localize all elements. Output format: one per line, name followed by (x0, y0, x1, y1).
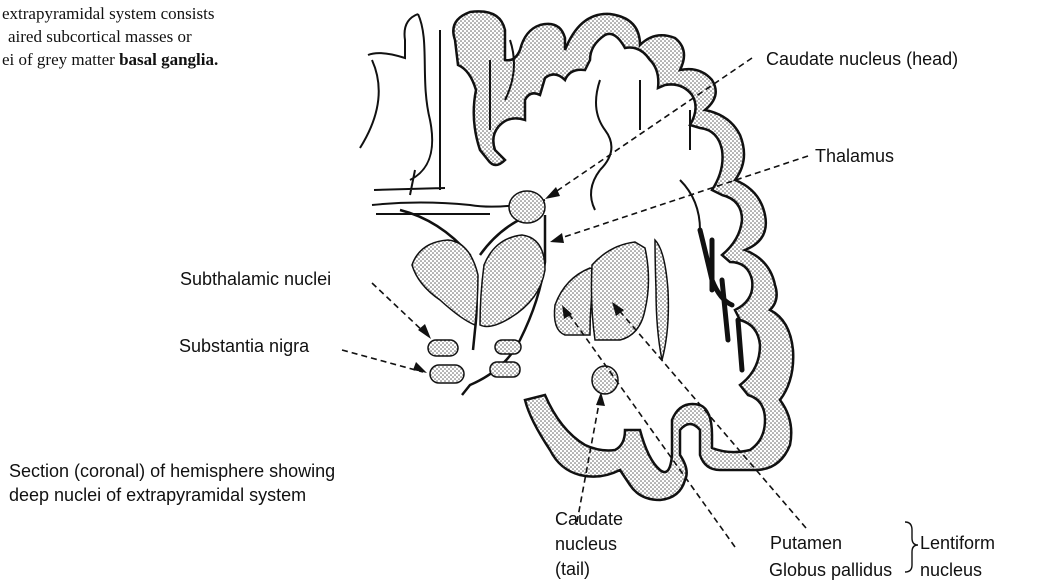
claustrum-strip (655, 240, 668, 360)
nigra-right (490, 362, 520, 377)
arrow-subthalamic (418, 324, 431, 339)
lentiform-brace (905, 522, 918, 572)
subthalamic-right (495, 340, 521, 354)
subthalamic-left (428, 340, 458, 356)
label-putamen: Putamen (770, 532, 842, 554)
leader-nigra (342, 350, 423, 372)
label-caudate-tail-3: (tail) (555, 558, 590, 580)
globus-pallidus-shape (554, 268, 595, 335)
caption-line-2: deep nuclei of extrapyramidal system (9, 484, 306, 506)
nigra-left (430, 365, 464, 383)
caption-line-1: Section (coronal) of hemisphere showing (9, 460, 335, 482)
thalamus-left (412, 240, 478, 325)
label-caudate-tail-2: nucleus (555, 533, 617, 555)
caudate-tail-shape (592, 366, 618, 394)
label-thalamus: Thalamus (815, 145, 894, 167)
label-caudate-tail-1: Caudate (555, 508, 623, 530)
label-lentiform-1: Lentiform (920, 532, 995, 554)
label-lentiform-2: nucleus (920, 559, 982, 581)
arrow-nigra (413, 362, 427, 373)
label-substantia-nigra: Substantia nigra (179, 335, 309, 357)
thalamus-right (480, 235, 545, 326)
label-caudate-head: Caudate nucleus (head) (766, 48, 958, 70)
label-subthalamic: Subthalamic nuclei (180, 268, 331, 290)
leader-thalamus (555, 156, 808, 240)
caudate-head-shape (509, 191, 545, 223)
putamen-shape (591, 242, 648, 340)
arrow-caudate-head (545, 187, 560, 199)
leader-subthalamic (372, 283, 427, 335)
arrow-thalamus (550, 233, 564, 243)
label-globus-pallidus: Globus pallidus (769, 559, 892, 581)
